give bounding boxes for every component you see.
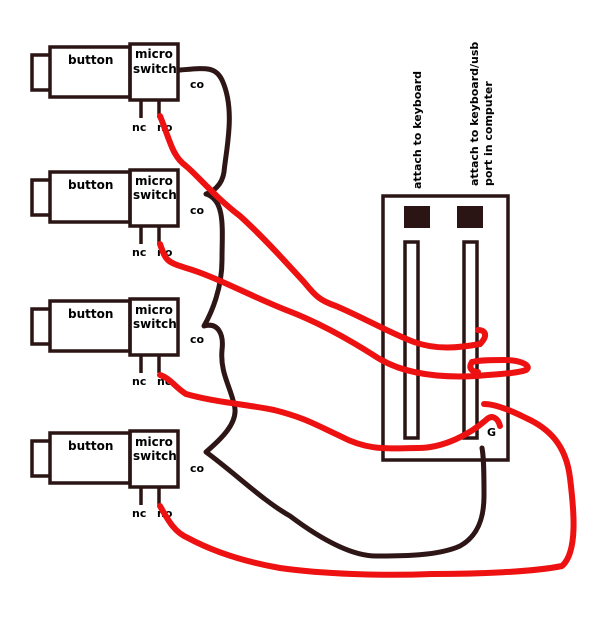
co-label: co: [190, 78, 205, 91]
micro-switch-label: switch: [133, 449, 177, 463]
micro-switch-label: micro: [135, 174, 173, 188]
button-assembly-1: button micro switch nc no co: [30, 42, 205, 134]
micro-switch-label: switch: [133, 62, 177, 76]
usb-header-strip: [462, 240, 479, 440]
usb-attach-label: port in computer: [482, 81, 495, 186]
button-label: button: [68, 178, 113, 192]
nc-label: nc: [132, 246, 146, 259]
signal-wire-tail: [467, 327, 488, 375]
button-label: button: [68, 439, 113, 453]
button-plunger: [30, 178, 50, 217]
micro-switch-body: [128, 297, 180, 357]
button-plunger: [30, 307, 50, 346]
usb-connector-pad: [457, 206, 483, 228]
keyboard-connector-pad: [404, 206, 430, 228]
micro-switch-label: switch: [133, 317, 177, 331]
usb-attach-label: attach to keyboard/usb: [468, 42, 481, 186]
micro-switch-body: [128, 42, 180, 102]
micro-switch-body: [128, 168, 180, 228]
signal-wire-4: [157, 401, 577, 578]
micro-switch-label: micro: [135, 435, 173, 449]
micro-switch-label: micro: [135, 47, 173, 61]
button-assembly-2: button micro switch nc no co: [30, 168, 205, 259]
button-label: button: [68, 53, 113, 67]
co-label: co: [190, 333, 205, 346]
micro-switch-body: [128, 429, 180, 489]
signal-wire-2: [157, 241, 531, 380]
keyboard-attach-label: attach to keyboard: [411, 71, 424, 189]
co-label: co: [190, 204, 205, 217]
micro-switch-label: micro: [135, 303, 173, 317]
nc-label: nc: [132, 375, 146, 388]
common-ground-wire: [177, 66, 487, 559]
signal-wire-3: [157, 372, 503, 452]
nc-label: nc: [132, 121, 146, 134]
nc-label: nc: [132, 507, 146, 520]
micro-switch-label: switch: [133, 188, 177, 202]
signal-wire-1: [157, 113, 483, 351]
co-label: co: [190, 462, 205, 475]
button-plunger: [30, 439, 50, 478]
ground-label: G: [487, 426, 496, 439]
button-assembly-4: button micro switch nc no co: [30, 429, 205, 520]
button-plunger: [30, 53, 50, 92]
button-label: button: [68, 307, 113, 321]
button-assembly-3: button micro switch nc no co: [30, 297, 205, 388]
